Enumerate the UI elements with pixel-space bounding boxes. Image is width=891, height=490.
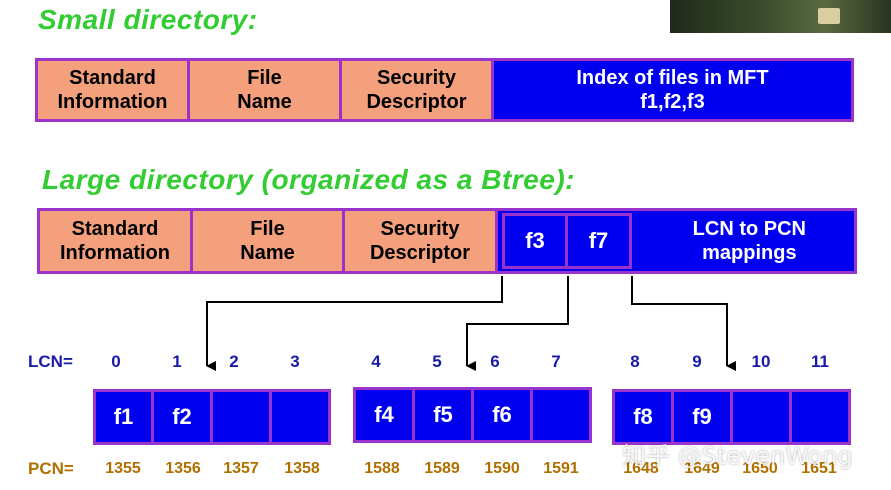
pcn-value: 1590 xyxy=(484,460,520,477)
lcn-value: 6 xyxy=(490,352,500,371)
file-name-cell: File Name xyxy=(187,58,342,122)
lcn-label: LCN= xyxy=(28,352,73,371)
lcn-value: 9 xyxy=(692,352,702,371)
file-name-cell: File Name xyxy=(190,208,345,274)
pcn-value: 1650 xyxy=(742,460,778,477)
lcn-value: 11 xyxy=(811,352,829,371)
cluster-block: f4 xyxy=(353,387,415,443)
logo-icon xyxy=(818,8,840,24)
pcn-value: 1591 xyxy=(543,460,579,477)
index-of-files-cell: Index of files in MFT f1,f2,f3 xyxy=(491,58,854,122)
cluster-block: f5 xyxy=(412,387,474,443)
cluster-block xyxy=(530,387,592,443)
lcn-value: 5 xyxy=(432,352,442,371)
btree-key-f3: f3 xyxy=(502,213,568,269)
pcn-value: 1355 xyxy=(105,460,141,477)
arrow-f7-to-cluster-6 xyxy=(466,276,569,371)
standard-information-cell: Standard Information xyxy=(37,208,193,274)
pcn-value: 1589 xyxy=(424,460,460,477)
lcn-value: 3 xyxy=(290,352,300,371)
cluster-block xyxy=(789,389,851,445)
pcn-value: 1358 xyxy=(284,460,320,477)
lcn-value: 8 xyxy=(630,352,640,371)
small-directory-record: Standard Information File Name Security … xyxy=(35,58,854,122)
security-descriptor-cell: Security Descriptor xyxy=(339,58,494,122)
lcn-value: 2 xyxy=(229,352,239,371)
pcn-value: 1651 xyxy=(801,460,837,477)
presenter-video-thumbnail xyxy=(670,0,891,33)
lcn-value: 1 xyxy=(172,352,182,371)
lcn-value: 10 xyxy=(751,352,771,371)
pcn-value: 1588 xyxy=(364,460,400,477)
cluster-block: f2 xyxy=(151,389,213,445)
small-directory-heading: Small directory: xyxy=(38,4,258,35)
lcn-value: 4 xyxy=(371,352,381,371)
arrow-f3-to-cluster-2 xyxy=(206,276,503,371)
cluster-block: f6 xyxy=(471,387,533,443)
pcn-label: PCN= xyxy=(28,459,74,478)
pcn-value: 1648 xyxy=(623,460,659,477)
lcn-to-pcn-mappings-label: LCN to PCN mappings xyxy=(692,218,806,264)
btree-key-f7: f7 xyxy=(565,213,632,269)
lcn-value: 7 xyxy=(551,352,561,371)
lcn-value: 0 xyxy=(111,352,121,371)
cluster-block xyxy=(210,389,272,445)
pcn-value: 1357 xyxy=(223,460,259,477)
cluster-block: f1 xyxy=(93,389,154,445)
watermark: 知乎 @StevenWong xyxy=(622,442,853,470)
arrow-after-f7-to-cluster-10 xyxy=(631,276,736,371)
security-descriptor-cell: Security Descriptor xyxy=(342,208,498,274)
cluster-block xyxy=(269,389,331,445)
pcn-value: 1356 xyxy=(165,460,201,477)
large-directory-heading: Large directory (organized as a Btree): xyxy=(42,164,575,195)
pcn-value: 1649 xyxy=(684,460,720,477)
cluster-block: f9 xyxy=(671,389,733,445)
